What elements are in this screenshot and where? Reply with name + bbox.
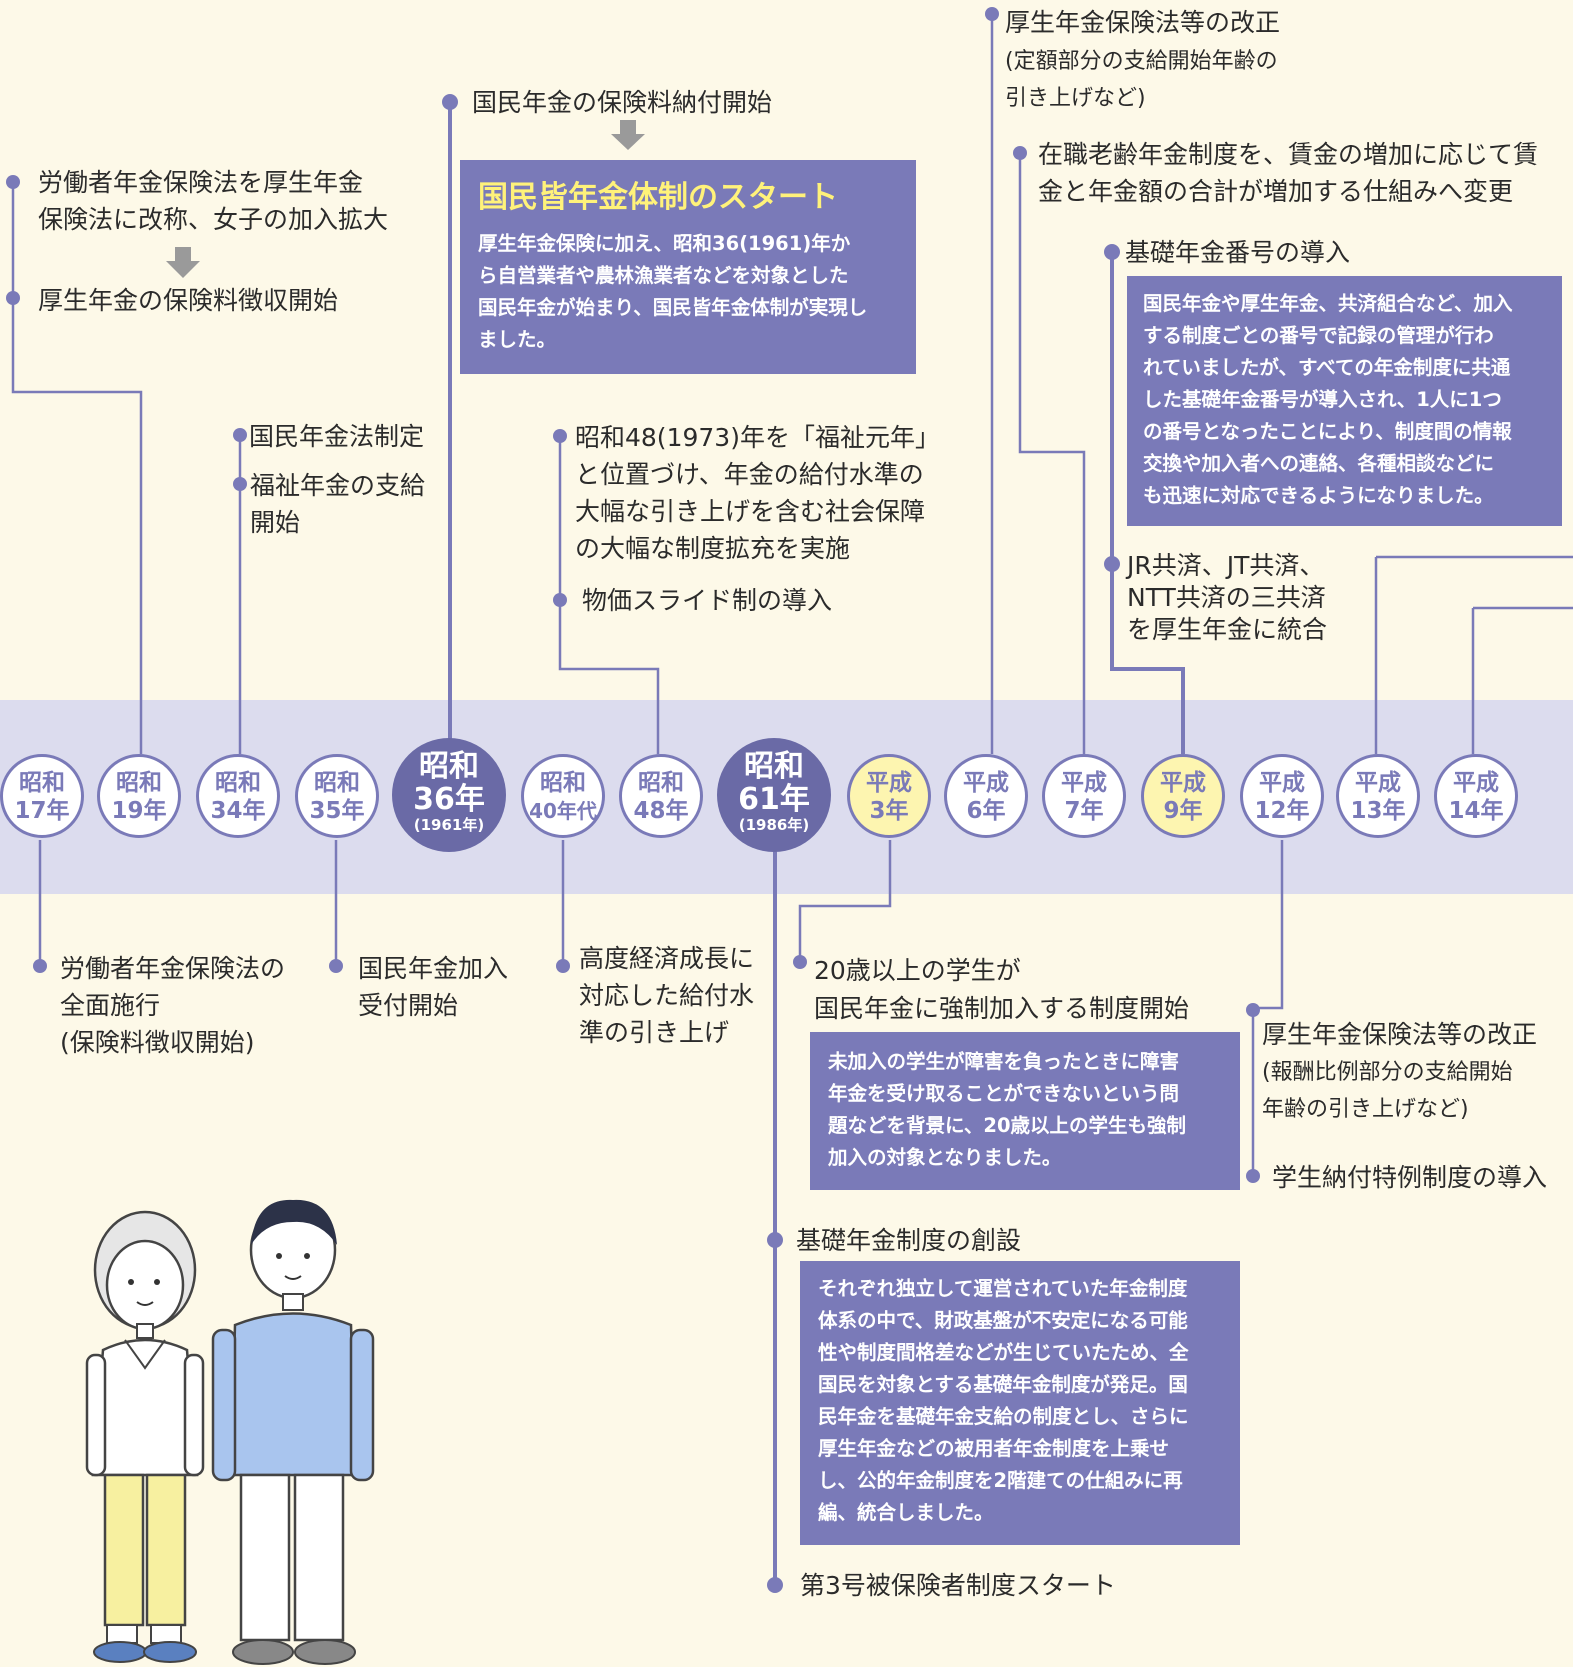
s48-line3: 大幅な引き上げを含む社会保障 bbox=[575, 497, 926, 526]
h3-box-line4: 加入の対象となりました。 bbox=[828, 1146, 1062, 1169]
s48-line5: 物価スライド制の導入 bbox=[582, 586, 833, 615]
h12-line3: 年齢の引き上げなど) bbox=[1262, 1097, 1469, 1122]
s48-line4: の大幅な制度拡充を実施 bbox=[575, 534, 851, 563]
s61-box-line4: 国民を対象とする基礎年金制度が発足。国 bbox=[818, 1373, 1188, 1396]
s48-line2: と位置づけ、年金の給付水準の bbox=[575, 460, 924, 489]
people-illustration bbox=[85, 1199, 375, 1665]
s34-line3: 開始 bbox=[250, 508, 301, 537]
s61-box-line6: 厚生年金などの被用者年金制度を上乗せ bbox=[818, 1437, 1170, 1460]
h3-box-line2: 年金を受け取ることができないという問 bbox=[828, 1082, 1180, 1105]
s19-line2: 保険法に改称、女子の加入拡大 bbox=[38, 205, 389, 234]
s61-box-line1: それぞれ独立して運営されていた年金制度 bbox=[818, 1277, 1188, 1300]
h9-box: 国民年金や厚生年金、共済組合など、加入 する制度ごとの番号で記録の管理が行わ れ… bbox=[1127, 276, 1562, 526]
s48-line1: 昭和48(1973)年を「福祉元年」 bbox=[575, 423, 940, 452]
h9-line1: JR共済、JT共済、 bbox=[1127, 551, 1325, 580]
s35-line2: 受付開始 bbox=[358, 991, 459, 1020]
s61-line2: 第3号被保険者制度スタート bbox=[800, 1571, 1116, 1600]
h6-line1: 厚生年金保険法等の改正 bbox=[1005, 8, 1281, 37]
h9-head: 基礎年金番号の導入 bbox=[1125, 238, 1351, 267]
s36-box-line3: 国民年金が始まり、国民皆年金体制が実現し bbox=[478, 296, 868, 319]
s36-head: 国民年金の保険料納付開始 bbox=[472, 88, 773, 117]
h12-line1: 厚生年金保険法等の改正 bbox=[1262, 1020, 1538, 1049]
h9-box-line4: した基礎年金番号が導入され、1人に1つ bbox=[1143, 388, 1502, 411]
s40-line3: 準の引き上げ bbox=[579, 1018, 730, 1047]
h3-box: 未加入の学生が障害を負ったときに障害 年金を受け取ることができないという問 題な… bbox=[810, 1032, 1240, 1190]
h3-box-line1: 未加入の学生が障害を負ったときに障害 bbox=[828, 1050, 1180, 1073]
h9-box-line1: 国民年金や厚生年金、共済組合など、加入 bbox=[1143, 292, 1513, 315]
h9-box-line3: れていましたが、すべての年金制度に共通 bbox=[1143, 356, 1511, 379]
s61-box-line2: 体系の中で、財政基盤が不安定になる可能 bbox=[818, 1309, 1188, 1332]
s61-box-line5: 民年金を基礎年金支給の制度とし、さらに bbox=[818, 1405, 1189, 1428]
s61-box-line8: 編、統合しました。 bbox=[818, 1501, 994, 1524]
h9-line2: NTT共済の三共済 bbox=[1127, 583, 1326, 612]
s36-box-line2: ら自営業者や農林漁業者などを対象とした bbox=[478, 264, 849, 287]
s61-box: それぞれ独立して運営されていた年金制度 体系の中で、財政基盤が不安定になる可能 … bbox=[800, 1261, 1240, 1545]
h9-box-line7: も迅速に対応できるようになりました。 bbox=[1143, 484, 1494, 507]
s61-box-line7: し、公的年金制度を2階建ての仕組みに再 bbox=[818, 1469, 1183, 1492]
h12-line4: 学生納付特例制度の導入 bbox=[1272, 1163, 1548, 1192]
h9-line3: を厚生年金に統合 bbox=[1127, 615, 1328, 644]
man-figure bbox=[211, 1199, 375, 1665]
s19-line3: 厚生年金の保険料徴収開始 bbox=[38, 286, 339, 315]
h6-line3: 引き上げなど) bbox=[1005, 86, 1146, 111]
s36-box-line4: ました。 bbox=[478, 328, 557, 351]
h3-box-line3: 題などを背景に、20歳以上の学生も強制 bbox=[828, 1114, 1187, 1137]
s35-line1: 国民年金加入 bbox=[358, 954, 509, 983]
s17-line3: (保険料徴収開始) bbox=[60, 1028, 255, 1057]
s40-line1: 高度経済成長に bbox=[579, 944, 755, 973]
h3-line1: 20歳以上の学生が bbox=[814, 956, 1021, 985]
s36-box-title: 国民皆年金体制のスタート bbox=[478, 180, 838, 215]
h12-line2: (報酬比例部分の支給開始 bbox=[1262, 1060, 1513, 1085]
h6-line5: 金と年金額の合計が増加する仕組みへ変更 bbox=[1038, 177, 1514, 206]
s34-line2: 福祉年金の支給 bbox=[250, 471, 426, 500]
woman-figure bbox=[85, 1210, 205, 1663]
h9-box-line5: の番号となったことにより、制度間の情報 bbox=[1143, 420, 1512, 443]
s17-line1: 労働者年金保険法の bbox=[60, 954, 286, 983]
s17-line2: 全面施行 bbox=[60, 991, 161, 1020]
s61-head: 基礎年金制度の創設 bbox=[796, 1226, 1022, 1255]
h6-line4: 在職老齢年金制度を、賃金の増加に応じて賃 bbox=[1038, 140, 1539, 169]
s40-line2: 対応した給付水 bbox=[579, 981, 755, 1010]
s36-box-line1: 厚生年金保険に加え、昭和36(1961)年か bbox=[478, 232, 851, 255]
h3-line2: 国民年金に強制加入する制度開始 bbox=[814, 994, 1190, 1023]
h6-line2: (定額部分の支給開始年齢の bbox=[1005, 49, 1278, 74]
s36-box: 国民皆年金体制のスタート 厚生年金保険に加え、昭和36(1961)年か ら自営業… bbox=[460, 160, 916, 374]
s34-line1: 国民年金法制定 bbox=[249, 422, 425, 451]
h9-box-line6: 交換や加入者への連絡、各種相談などに bbox=[1143, 452, 1495, 475]
s19-line1: 労働者年金保険法を厚生年金 bbox=[38, 168, 364, 197]
h9-box-line2: する制度ごとの番号で記録の管理が行わ bbox=[1143, 324, 1494, 347]
s61-box-line3: 性や制度間格差などが生じていたため、全 bbox=[818, 1341, 1189, 1364]
